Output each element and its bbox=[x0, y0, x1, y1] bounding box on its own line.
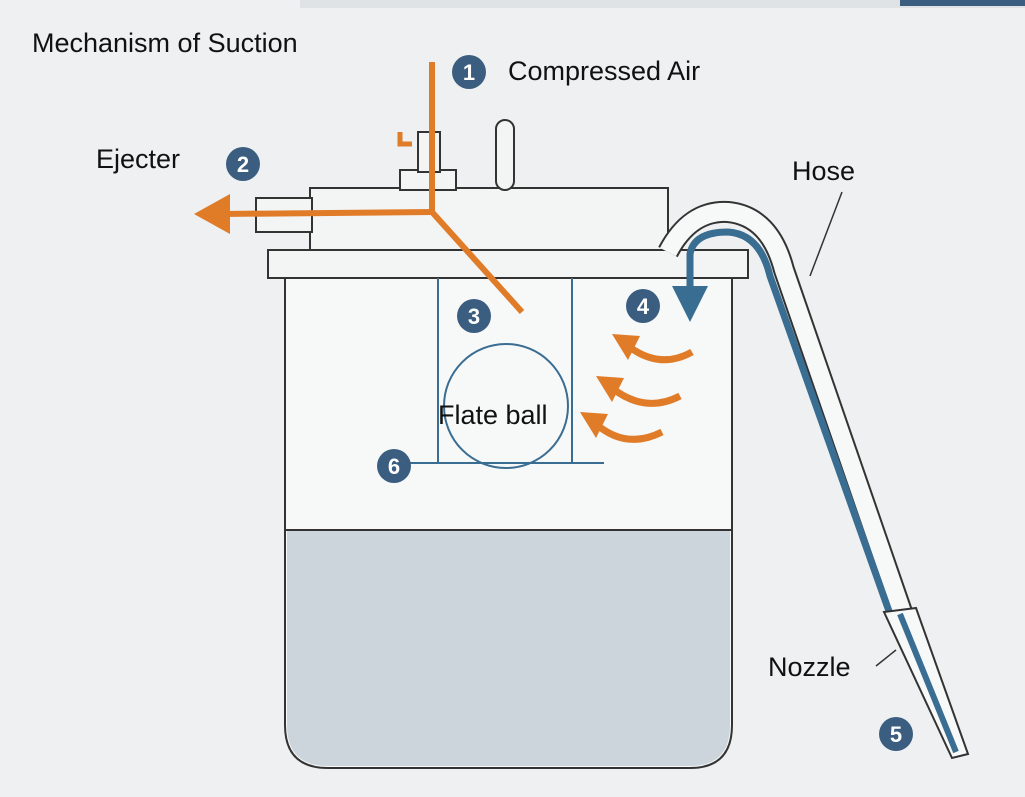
inflow-arrow-2-head bbox=[596, 376, 624, 402]
nozzle-label: Nozzle bbox=[768, 652, 851, 682]
marker-3-text: 3 bbox=[468, 304, 480, 329]
ejecter-exhaust-arrow bbox=[221, 209, 433, 217]
flate-ball-label: Flate ball bbox=[438, 400, 548, 430]
marker-3: 3 bbox=[457, 299, 491, 333]
inflow-arrow-2 bbox=[609, 385, 682, 407]
marker-4-text: 4 bbox=[637, 294, 650, 319]
internal-air-flow-line bbox=[429, 209, 525, 315]
inflow-arrow-1 bbox=[625, 343, 694, 364]
marker-1: 1 bbox=[452, 55, 486, 89]
inflow-arrow-3 bbox=[593, 421, 664, 443]
marker-5-text: 5 bbox=[890, 722, 902, 747]
marker-6-text: 6 bbox=[388, 454, 400, 479]
marker-5: 5 bbox=[879, 717, 913, 751]
marker-1-text: 1 bbox=[463, 60, 475, 85]
hose-inner bbox=[660, 202, 911, 615]
hose-suction-flow bbox=[686, 228, 894, 616]
hose-label: Hose bbox=[792, 156, 855, 186]
marker-2-text: 2 bbox=[237, 152, 249, 177]
inflow-arrow-3-head bbox=[580, 412, 608, 438]
marker-6: 6 bbox=[377, 449, 411, 483]
top-edge-strip bbox=[300, 0, 1025, 8]
nozzle-leader-line bbox=[875, 649, 897, 667]
suction-arrow-head bbox=[672, 286, 708, 322]
inflow-arrow-1-head bbox=[612, 334, 640, 360]
vent-post bbox=[495, 119, 515, 191]
compressed-air-label: Compressed Air bbox=[508, 56, 700, 86]
ejecter-label: Ejecter bbox=[96, 144, 180, 174]
nozzle-suction-flow bbox=[897, 612, 959, 754]
top-right-band bbox=[900, 0, 1025, 6]
air-valve-lever bbox=[397, 132, 412, 147]
marker-4: 4 bbox=[626, 289, 660, 323]
hose-leader-line bbox=[809, 191, 843, 277]
ejecter-arrow-head bbox=[194, 194, 230, 234]
float-ball bbox=[443, 343, 569, 469]
diagram-title: Mechanism of Suction bbox=[32, 28, 298, 58]
marker-2: 2 bbox=[226, 147, 260, 181]
tank-lid bbox=[267, 249, 749, 279]
ejector-body bbox=[309, 187, 669, 251]
collected-liquid bbox=[287, 530, 730, 766]
